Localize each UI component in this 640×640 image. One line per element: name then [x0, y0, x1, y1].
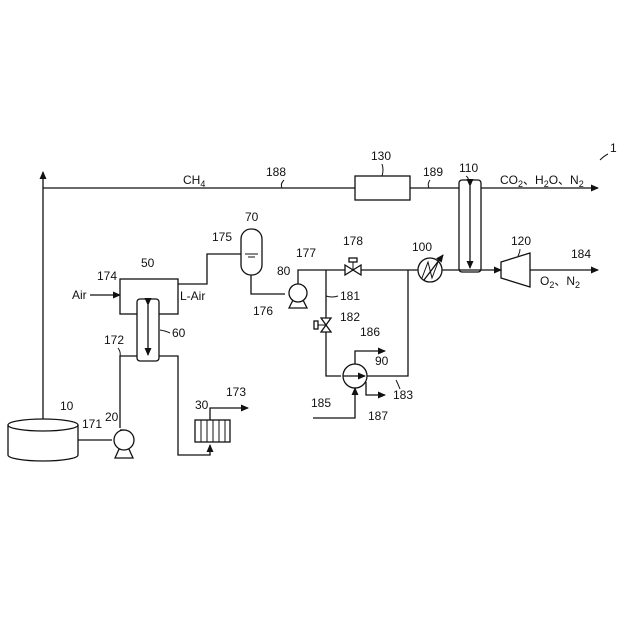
leader-189 [428, 180, 430, 188]
label-174: 174 [97, 269, 117, 283]
label-182: 182 [340, 310, 360, 324]
line-173 [210, 408, 248, 420]
label-pump-20: 20 [105, 410, 119, 424]
svg-text:CH4: CH4 [183, 173, 205, 189]
figure-number-leader [600, 154, 608, 160]
label-l-air: L-Air [180, 289, 205, 303]
label-combustor: 130 [371, 149, 391, 163]
turbine-120 [501, 253, 530, 287]
valve-182 [314, 318, 331, 332]
line-177 [298, 270, 345, 284]
label-185: 185 [311, 396, 331, 410]
line-187 [366, 382, 385, 395]
tank-10 [8, 419, 78, 461]
valve-178 [345, 258, 361, 275]
label-vessel: 70 [245, 210, 259, 224]
label-pump-80: 80 [277, 264, 291, 278]
label-177: 177 [296, 246, 316, 260]
line-172 [120, 356, 137, 428]
vessel-70 [241, 229, 262, 275]
leader-130 [382, 164, 383, 176]
figure-number: 1 [610, 141, 617, 155]
label-air: Air [72, 288, 87, 302]
label-exchanger-60: 60 [172, 326, 186, 340]
label-186: 186 [360, 325, 380, 339]
label-171: 171 [82, 417, 102, 431]
label-187: 187 [368, 409, 388, 423]
label-heat-exchanger-30: 30 [195, 398, 209, 412]
pump-20 [114, 430, 134, 458]
label-exchanger-90: 90 [375, 354, 389, 368]
svg-text:O2、N2: O2、N2 [540, 274, 580, 290]
label-173: 173 [226, 385, 246, 399]
leader-181 [326, 296, 338, 297]
label-189: 189 [423, 165, 443, 179]
leader-120 [518, 249, 520, 256]
label-184: 184 [571, 247, 591, 261]
combustor-130 [355, 176, 410, 200]
line-182-to-90 [326, 332, 341, 376]
label-turbine: 120 [511, 234, 531, 248]
label-188: 188 [266, 165, 286, 179]
label-separator: 50 [141, 256, 155, 270]
leader-60 [160, 330, 170, 333]
label-172: 172 [104, 333, 124, 347]
exchanger-90 [343, 364, 367, 388]
label-181: 181 [340, 289, 360, 303]
ch4-label: CH4 [183, 173, 205, 189]
outlet-label: O2、N2 [540, 274, 580, 290]
label-183: 183 [393, 388, 413, 402]
leader-172 [118, 348, 120, 356]
heat-exchanger-30 [195, 420, 230, 442]
label-tank: 10 [60, 399, 74, 413]
label-regenerator: 110 [459, 161, 478, 175]
svg-text:CO2、H2O、N2: CO2、H2O、N2 [500, 173, 584, 189]
heater-100 [418, 255, 443, 282]
pump-80 [289, 284, 307, 308]
exhaust-label: CO2、H2O、N2 [500, 173, 584, 189]
label-heater: 100 [412, 240, 432, 254]
label-175: 175 [212, 230, 232, 244]
line-175 [178, 254, 241, 284]
leader-188 [281, 180, 284, 188]
label-176: 176 [253, 304, 273, 318]
label-178: 178 [343, 234, 363, 248]
